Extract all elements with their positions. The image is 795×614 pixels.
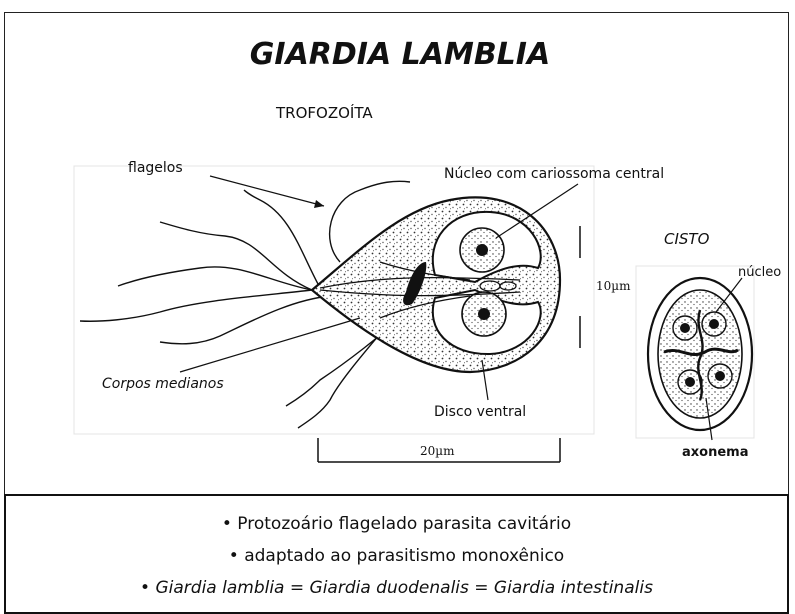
trophozoite-subtitle: TROFOZOÍTA [275, 103, 373, 122]
page-title: GIARDIA LAMBLIA [250, 37, 550, 72]
bullet-1: • Protozoário flagelado parasita cavitár… [6, 514, 787, 534]
giardia-diagram: GIARDIA LAMBLIA TROFOZOÍTA CISTO [0, 0, 795, 494]
label-flagelos: flagelos [128, 160, 183, 176]
cyst-subtitle: CISTO [664, 230, 710, 248]
label-cyst-nucleo: núcleo [738, 265, 781, 280]
label-corpos-medianos: Corpos medianos [102, 376, 224, 392]
bullet-2: • adaptado ao parasitismo monoxênico [6, 546, 787, 566]
label-nucleo-cariossoma: Núcleo com cariossoma central [444, 166, 664, 182]
bullet-3: • Giardia lamblia = Giardia duodenalis =… [6, 578, 787, 598]
scale-label-20um: 20µm [420, 444, 455, 458]
info-box: • Protozoário flagelado parasita cavitár… [4, 494, 789, 614]
label-disco-ventral: Disco ventral [434, 404, 526, 420]
scale-label-10um: 10µm [596, 279, 631, 293]
flagella-arrow [314, 200, 324, 208]
cyst [648, 278, 752, 430]
label-cyst-axonema: axonema [682, 445, 748, 460]
